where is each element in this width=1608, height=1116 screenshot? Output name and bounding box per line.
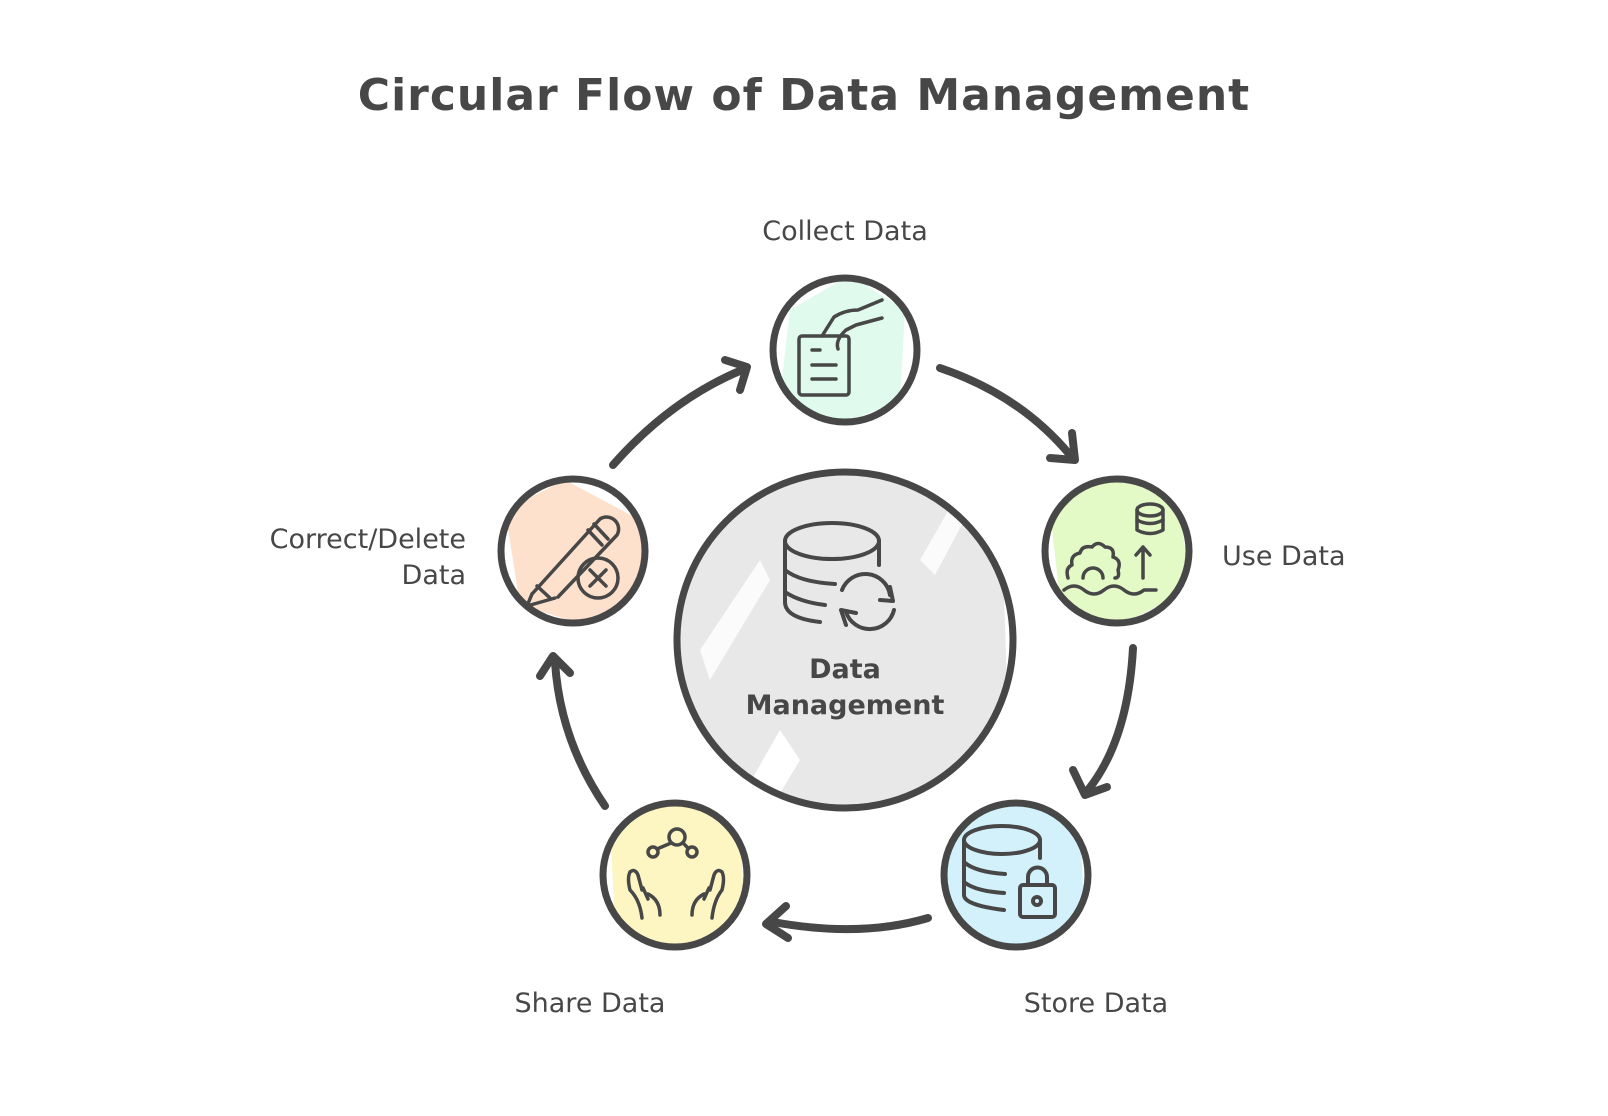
stage-label-use: Use Data	[1222, 541, 1346, 572]
gear-database-arrow-icon	[1062, 502, 1165, 596]
database-lock-icon	[962, 824, 1057, 919]
arrow-correct-to-collect	[609, 356, 751, 469]
stage-label-share: Share Data	[515, 988, 666, 1019]
stage-label-store: Store Data	[1024, 988, 1168, 1019]
center-label-line2: Management	[746, 690, 945, 721]
stage-label-correct-line1: Correct/Delete	[270, 524, 466, 555]
pencil-delete-icon	[525, 515, 621, 608]
database-sync-icon	[783, 521, 896, 632]
stage-label-correct-line2: Data	[402, 560, 466, 591]
arrow-use-to-store	[1069, 644, 1137, 799]
center-node	[673, 468, 1017, 812]
center-label-line1: Data	[809, 654, 881, 685]
center-circle-outline	[673, 468, 1017, 812]
stage-node-store	[940, 799, 1092, 951]
stage-label-collect: Collect Data	[762, 216, 927, 247]
stage-node-use	[1041, 475, 1193, 627]
diagram-title: Circular Flow of Data Management	[357, 70, 1251, 121]
center-fill	[677, 472, 1013, 808]
hands-network-icon	[626, 827, 726, 920]
arrow-share-to-correct	[536, 652, 609, 810]
arrow-collect-to-use	[936, 364, 1079, 464]
stage-node-collect	[769, 274, 921, 426]
hand-document-icon	[797, 298, 884, 397]
stage-node-correct	[497, 475, 649, 627]
stage-node-share	[599, 799, 751, 951]
arrow-store-to-share	[762, 902, 932, 942]
